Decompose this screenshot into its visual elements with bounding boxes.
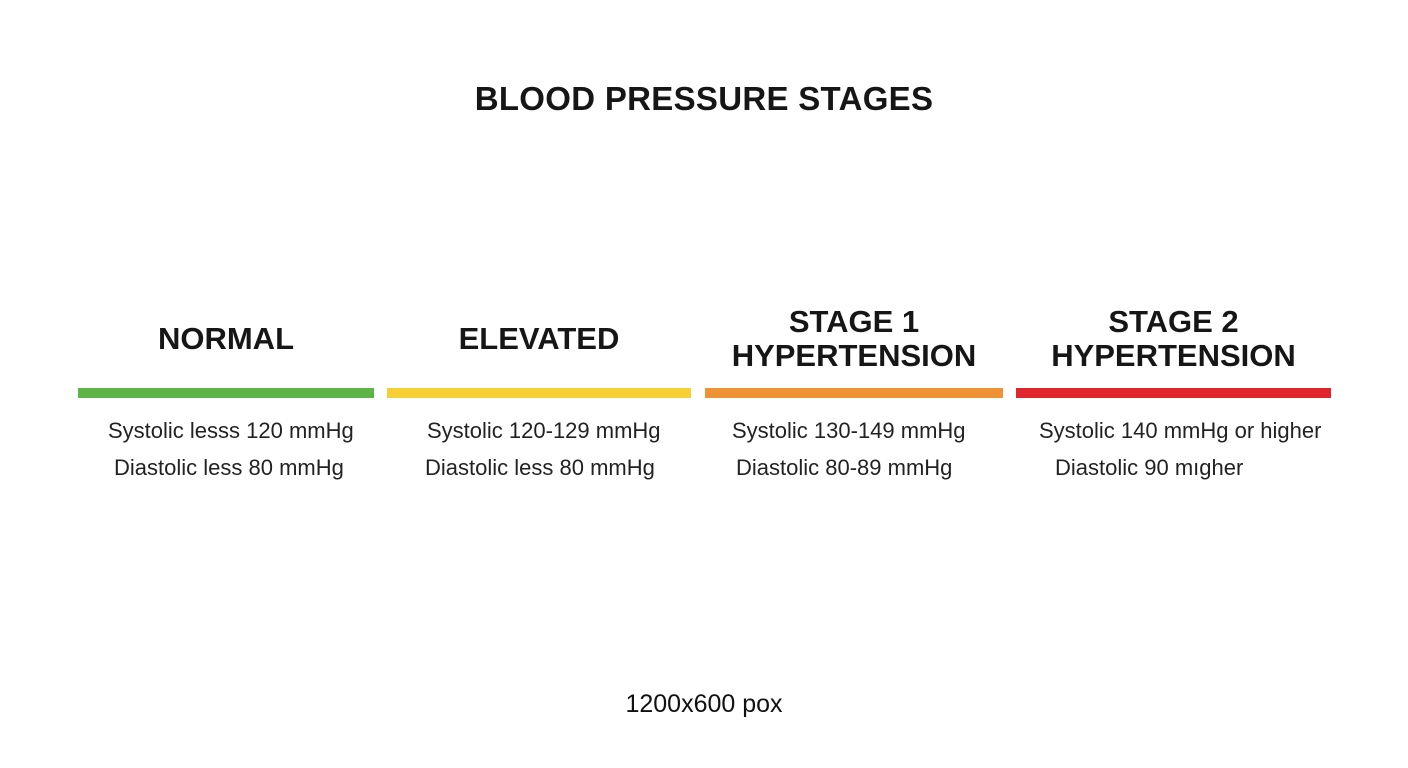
stage-description: Systolic 130-149 mmHg Diastolic 80-89 mm… (705, 412, 1003, 486)
stage-heading-line: HYPERTENSION (731, 338, 977, 373)
diastolic-text: Diastolic 90 mıgher (1055, 455, 1244, 480)
stage-heading: STAGE 2 HYPERTENSION (1016, 290, 1331, 388)
stage-heading-line: STAGE 1 (788, 304, 920, 339)
stage-description: Systolic lesss 120 mmHg Diastolic less 8… (78, 412, 374, 486)
stage-heading-line: NORMAL (157, 321, 295, 356)
systolic-text: Systolic 130-149 mmHg (732, 418, 966, 443)
stage-1-hypertension: STAGE 1 HYPERTENSION Systolic 130-149 mm… (705, 290, 1003, 486)
stage-color-bar (387, 388, 691, 398)
stage-color-bar (78, 388, 374, 398)
page-title: BLOOD PRESSURE STAGES (474, 80, 934, 117)
stage-heading: STAGE 1 HYPERTENSION (705, 290, 1003, 388)
stage-color-bar (1016, 388, 1331, 398)
stage-description: Systolic 140 mmHg or higher Diastolic 90… (1016, 412, 1331, 486)
stage-color-bar (705, 388, 1003, 398)
systolic-text: Systolic 120-129 mmHg (427, 418, 661, 443)
stage-2-hypertension: STAGE 2 HYPERTENSION Systolic 140 mmHg o… (1016, 290, 1331, 486)
stage-heading: NORMAL (78, 290, 374, 388)
stage-heading-line: ELEVATED (458, 321, 620, 356)
stage-heading-line: HYPERTENSION (1051, 338, 1296, 373)
stage-elevated: ELEVATED Systolic 120-129 mmHg Diastolic… (387, 290, 691, 486)
diastolic-text: Diastolic less 80 mmHg (425, 455, 655, 480)
stage-description: Systolic 120-129 mmHg Diastolic less 80 … (387, 412, 691, 486)
diastolic-text: Diastolic 80-89 mmHg (736, 455, 953, 480)
footer-size-label: 1200x600 pox (625, 690, 783, 718)
stage-heading: ELEVATED (387, 290, 691, 388)
systolic-text: Systolic 140 mmHg or higher (1039, 418, 1322, 443)
systolic-text: Systolic lesss 120 mmHg (108, 418, 354, 443)
stage-heading-line: STAGE 2 (1108, 304, 1239, 339)
diastolic-text: Diastolic less 80 mmHg (114, 455, 344, 480)
stage-normal: NORMAL Systolic lesss 120 mmHg Diastolic… (78, 290, 374, 486)
